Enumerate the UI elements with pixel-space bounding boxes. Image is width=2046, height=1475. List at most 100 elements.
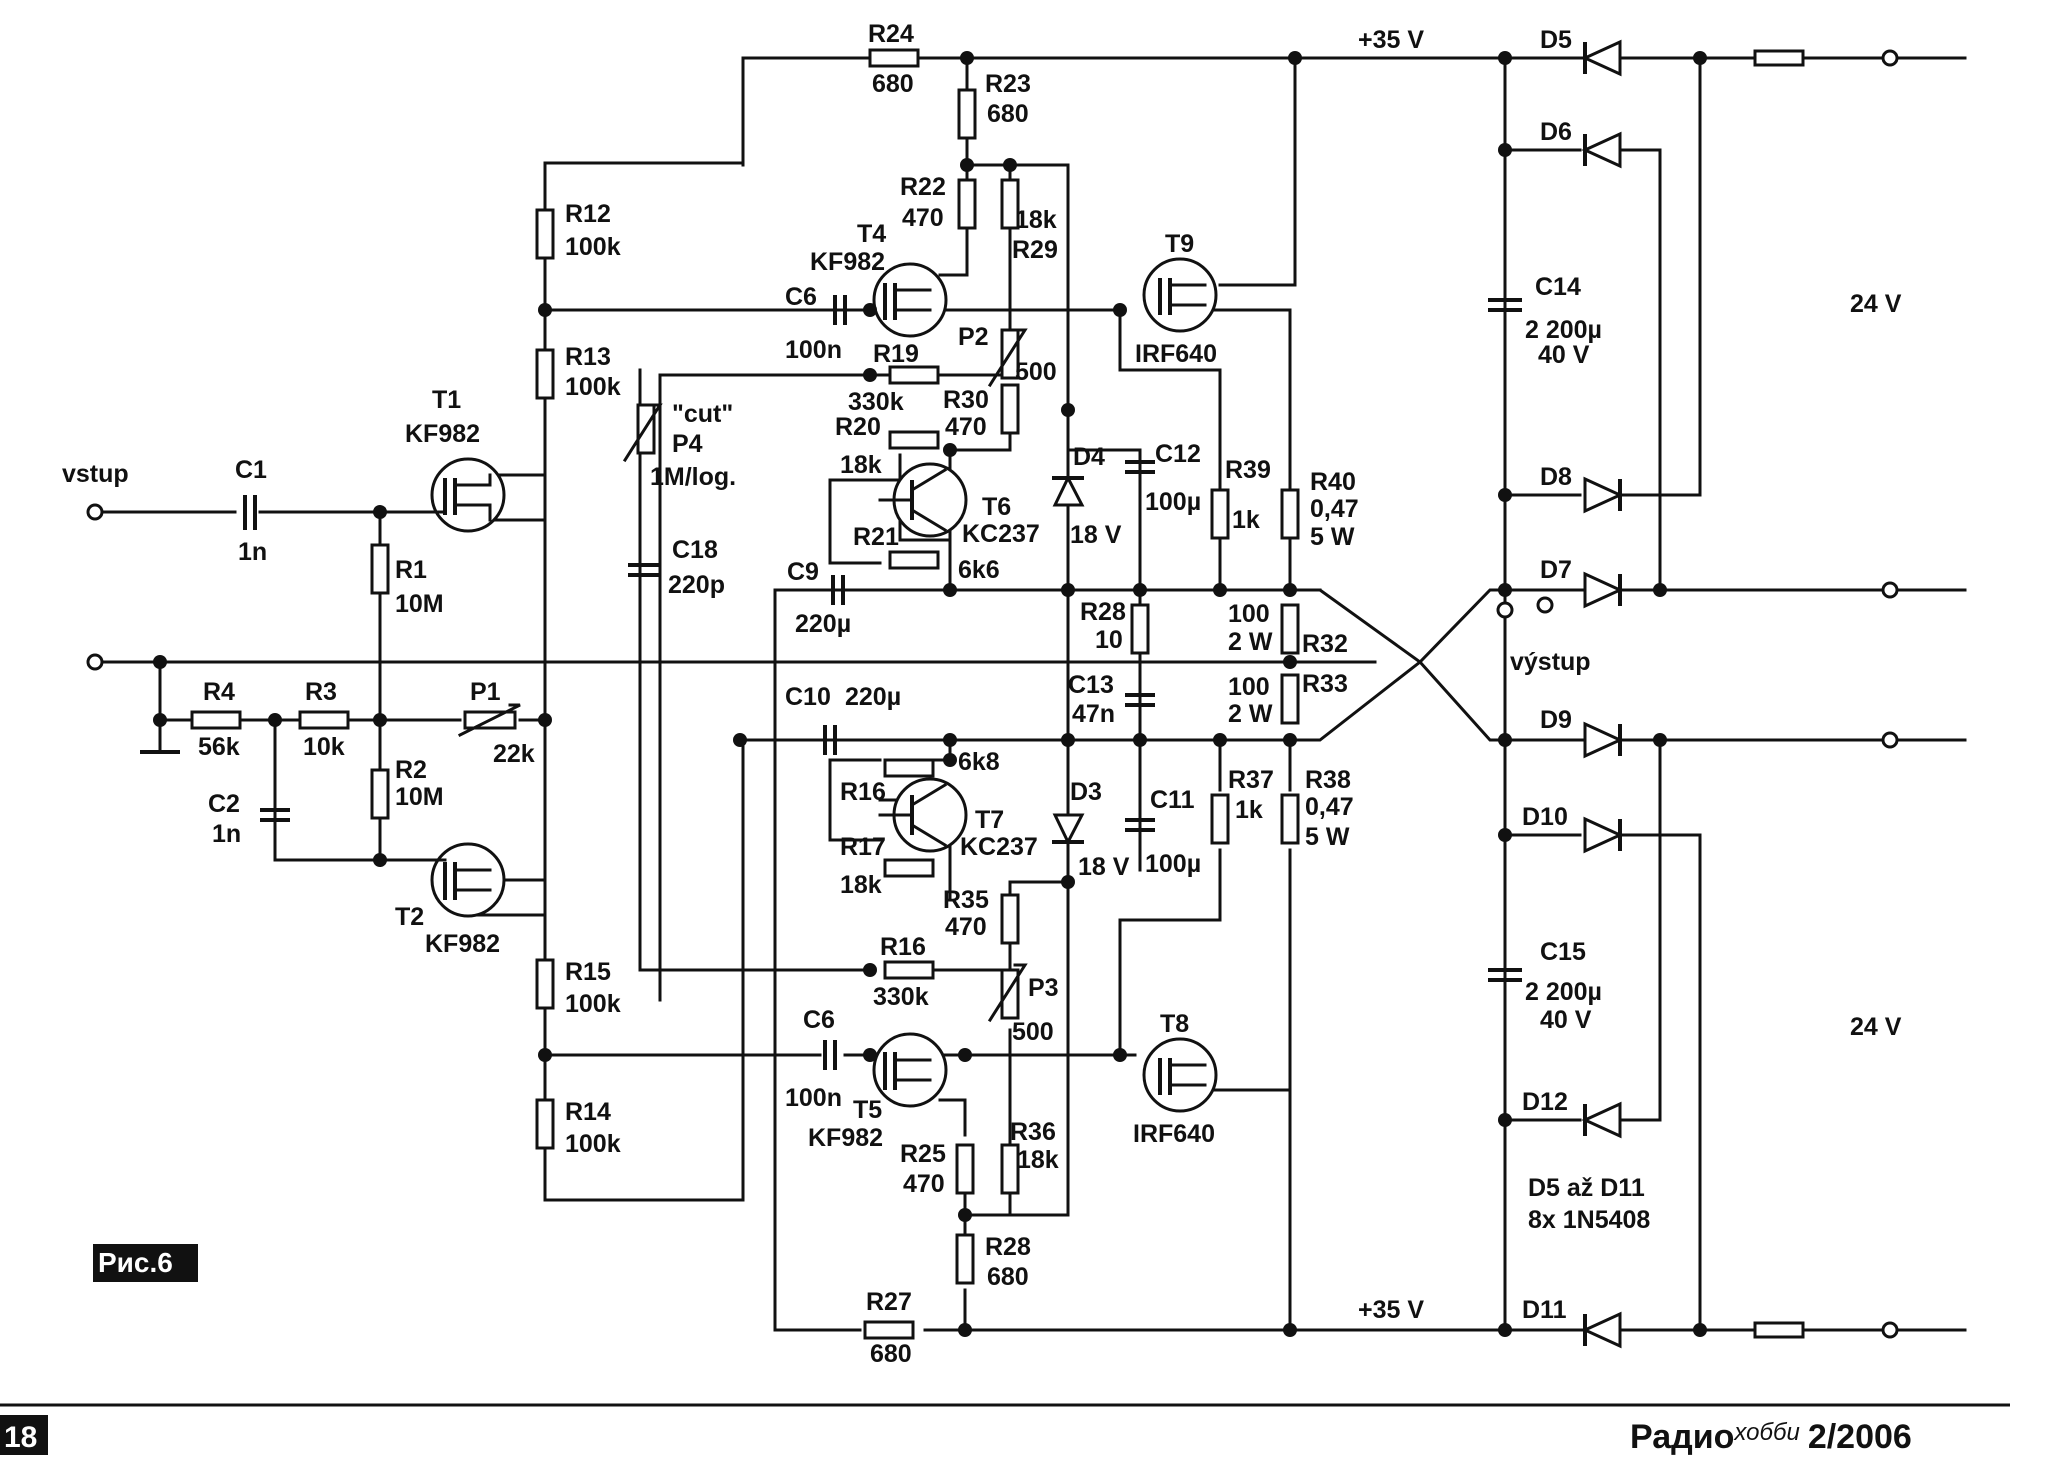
label-r15-value: 100k (565, 990, 621, 1018)
label-t1: T1 (432, 386, 461, 414)
label-r29-value: 18k (1015, 206, 1057, 234)
resistor-r19 (888, 365, 940, 385)
resistor-r29 (1000, 178, 1020, 230)
label-r32-power: 2 W (1228, 628, 1273, 656)
label-d9: D9 (1540, 706, 1572, 734)
label-r20-value: 18k (840, 451, 882, 479)
label-r13: R13 (565, 343, 611, 371)
label-t9-type: IRF640 (1135, 340, 1217, 368)
diodes (1052, 39, 1624, 1349)
capacitor-c12 (1125, 460, 1155, 474)
label-r1: R1 (395, 556, 427, 584)
label-r14: R14 (565, 1098, 611, 1126)
label-p2-value: 500 (1015, 358, 1057, 386)
label-r27: R27 (866, 1288, 912, 1316)
label-output: výstup (1510, 648, 1591, 676)
label-c2-value: 1n (212, 820, 241, 848)
diode-d8 (1583, 476, 1624, 514)
capacitor-c18 (628, 563, 660, 577)
label-24v-lower: 24 V (1850, 1013, 1902, 1041)
mosfet-t4 (872, 262, 948, 338)
label-24v-upper: 24 V (1850, 290, 1902, 318)
capacitor-c15 (1488, 968, 1522, 982)
label-d3-value: 18 V (1078, 853, 1130, 881)
label-p1-value: 22k (493, 740, 535, 768)
label-c1-value: 1n (238, 538, 267, 566)
resistor-r2 (370, 768, 390, 820)
label-r13-value: 100k (565, 373, 621, 401)
zener-d3 (1052, 813, 1085, 846)
label-t6-type: KC237 (962, 520, 1040, 548)
label-r38: R38 (1305, 766, 1351, 794)
label-r28b: R28 (985, 1233, 1031, 1261)
label-r35: R35 (943, 886, 989, 914)
label-d3: D3 (1070, 778, 1102, 806)
capacitor-c14 (1488, 298, 1522, 312)
label-r15: R15 (565, 958, 611, 986)
label-p4: P4 (672, 430, 703, 458)
label-r35-value: 470 (945, 913, 987, 941)
terminals (86, 49, 1899, 1339)
label-r38-value: 0,47 (1305, 793, 1354, 821)
label-r2-value: 10M (395, 783, 444, 811)
magazine-issue: 2/2006 (1808, 1418, 1912, 1456)
label-r40-power: 5 W (1310, 523, 1355, 551)
label-r29: R29 (1012, 236, 1058, 264)
capacitor-c6-bottom (823, 1040, 837, 1070)
label-r30-value: 470 (945, 413, 987, 441)
fuse-top (1753, 49, 1805, 67)
label-c1: C1 (235, 456, 267, 484)
label-r36-value: 18k (1017, 1146, 1059, 1174)
label-c13-value: 47n (1072, 700, 1115, 728)
mosfet-t2 (393, 842, 506, 918)
bjt-t6 (878, 462, 968, 538)
capacitor-c9 (831, 575, 845, 605)
label-c9: C9 (787, 558, 819, 586)
label-r17: R17 (840, 833, 886, 861)
label-r39: R39 (1225, 456, 1271, 484)
resistor-r3 (298, 710, 350, 730)
label-c11: C11 (1150, 786, 1195, 814)
resistor-r24 (868, 48, 920, 68)
label-d10: D10 (1522, 803, 1568, 831)
label-r28a-value: 10 (1095, 626, 1123, 654)
label-r32: R32 (1302, 630, 1348, 658)
label-r23: R23 (985, 70, 1031, 98)
label-r16b: R16 (880, 933, 926, 961)
label-p3-value: 500 (1012, 1018, 1054, 1046)
potentiometers (457, 328, 1028, 1023)
label-rail-top: +35 V (1358, 26, 1424, 54)
label-d8: D8 (1540, 463, 1572, 491)
label-c15-rating: 40 V (1540, 1006, 1592, 1034)
resistor-r40 (1280, 488, 1300, 540)
capacitor-c1 (243, 495, 257, 530)
resistor-r16b (883, 960, 935, 980)
capacitor-c11 (1125, 818, 1155, 832)
label-r25-value: 470 (903, 1170, 945, 1198)
junctions (153, 51, 1707, 1337)
figure-tag: Рис.6 (93, 1244, 198, 1282)
label-t5: T5 (853, 1096, 882, 1124)
label-r28a: R28 (1080, 598, 1126, 626)
label-r17-value: 18k (840, 871, 882, 899)
label-c6-bottom-value: 100n (785, 1084, 842, 1112)
label-d4: D4 (1073, 443, 1105, 471)
label-c10-value: 220µ (845, 683, 901, 711)
zener-d4 (1052, 474, 1085, 507)
label-r36: R36 (1010, 1118, 1056, 1146)
label-d7: D7 (1540, 556, 1572, 584)
label-c6-top-value: 100n (785, 336, 842, 364)
label-t6: T6 (982, 493, 1011, 521)
resistor-r16a (883, 758, 935, 778)
label-r27-value: 680 (870, 1340, 912, 1368)
label-r4-value: 56k (198, 733, 240, 761)
label-t8: T8 (1160, 1010, 1189, 1038)
label-c15: C15 (1540, 938, 1586, 966)
label-d6: D6 (1540, 118, 1572, 146)
label-r33: R33 (1302, 670, 1348, 698)
label-p1: P1 (470, 678, 501, 706)
capacitors (243, 295, 1522, 1070)
label-r16b-value: 330k (873, 983, 929, 1011)
